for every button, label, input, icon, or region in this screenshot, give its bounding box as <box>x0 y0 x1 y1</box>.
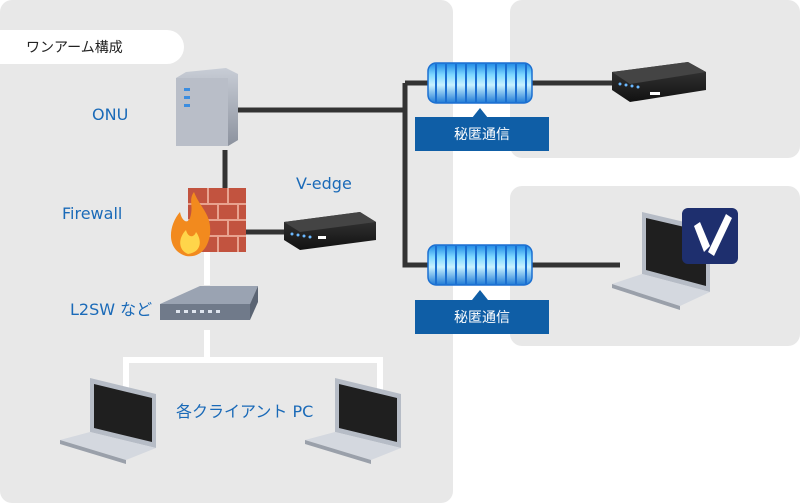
lan-cabling <box>123 252 383 395</box>
laptop-icon <box>60 378 156 464</box>
section-tag: ワンアーム構成 <box>0 30 184 64</box>
secure-tunnel-bottom <box>427 244 533 300</box>
laptop-icon <box>305 378 401 464</box>
secure-comm-badge-top: 秘匿通信 <box>415 117 549 151</box>
firewall-label: Firewall <box>62 204 123 223</box>
l2sw-label: L2SW など <box>70 300 153 319</box>
switch-icon <box>160 286 258 320</box>
secure-comm-badge-bottom: 秘匿通信 <box>415 300 549 334</box>
onu-label: ONU <box>92 105 129 124</box>
secure-tunnel-top <box>427 62 533 118</box>
v-logo-icon <box>682 208 738 264</box>
wan-cabling <box>220 80 620 268</box>
router-icon <box>284 212 376 250</box>
firewall-icon <box>170 188 246 257</box>
vedge-label: V-edge <box>296 174 352 193</box>
clients-label: 各クライアント PC <box>176 402 314 421</box>
remote-router-icon <box>612 62 706 102</box>
onu-icon <box>176 68 238 146</box>
